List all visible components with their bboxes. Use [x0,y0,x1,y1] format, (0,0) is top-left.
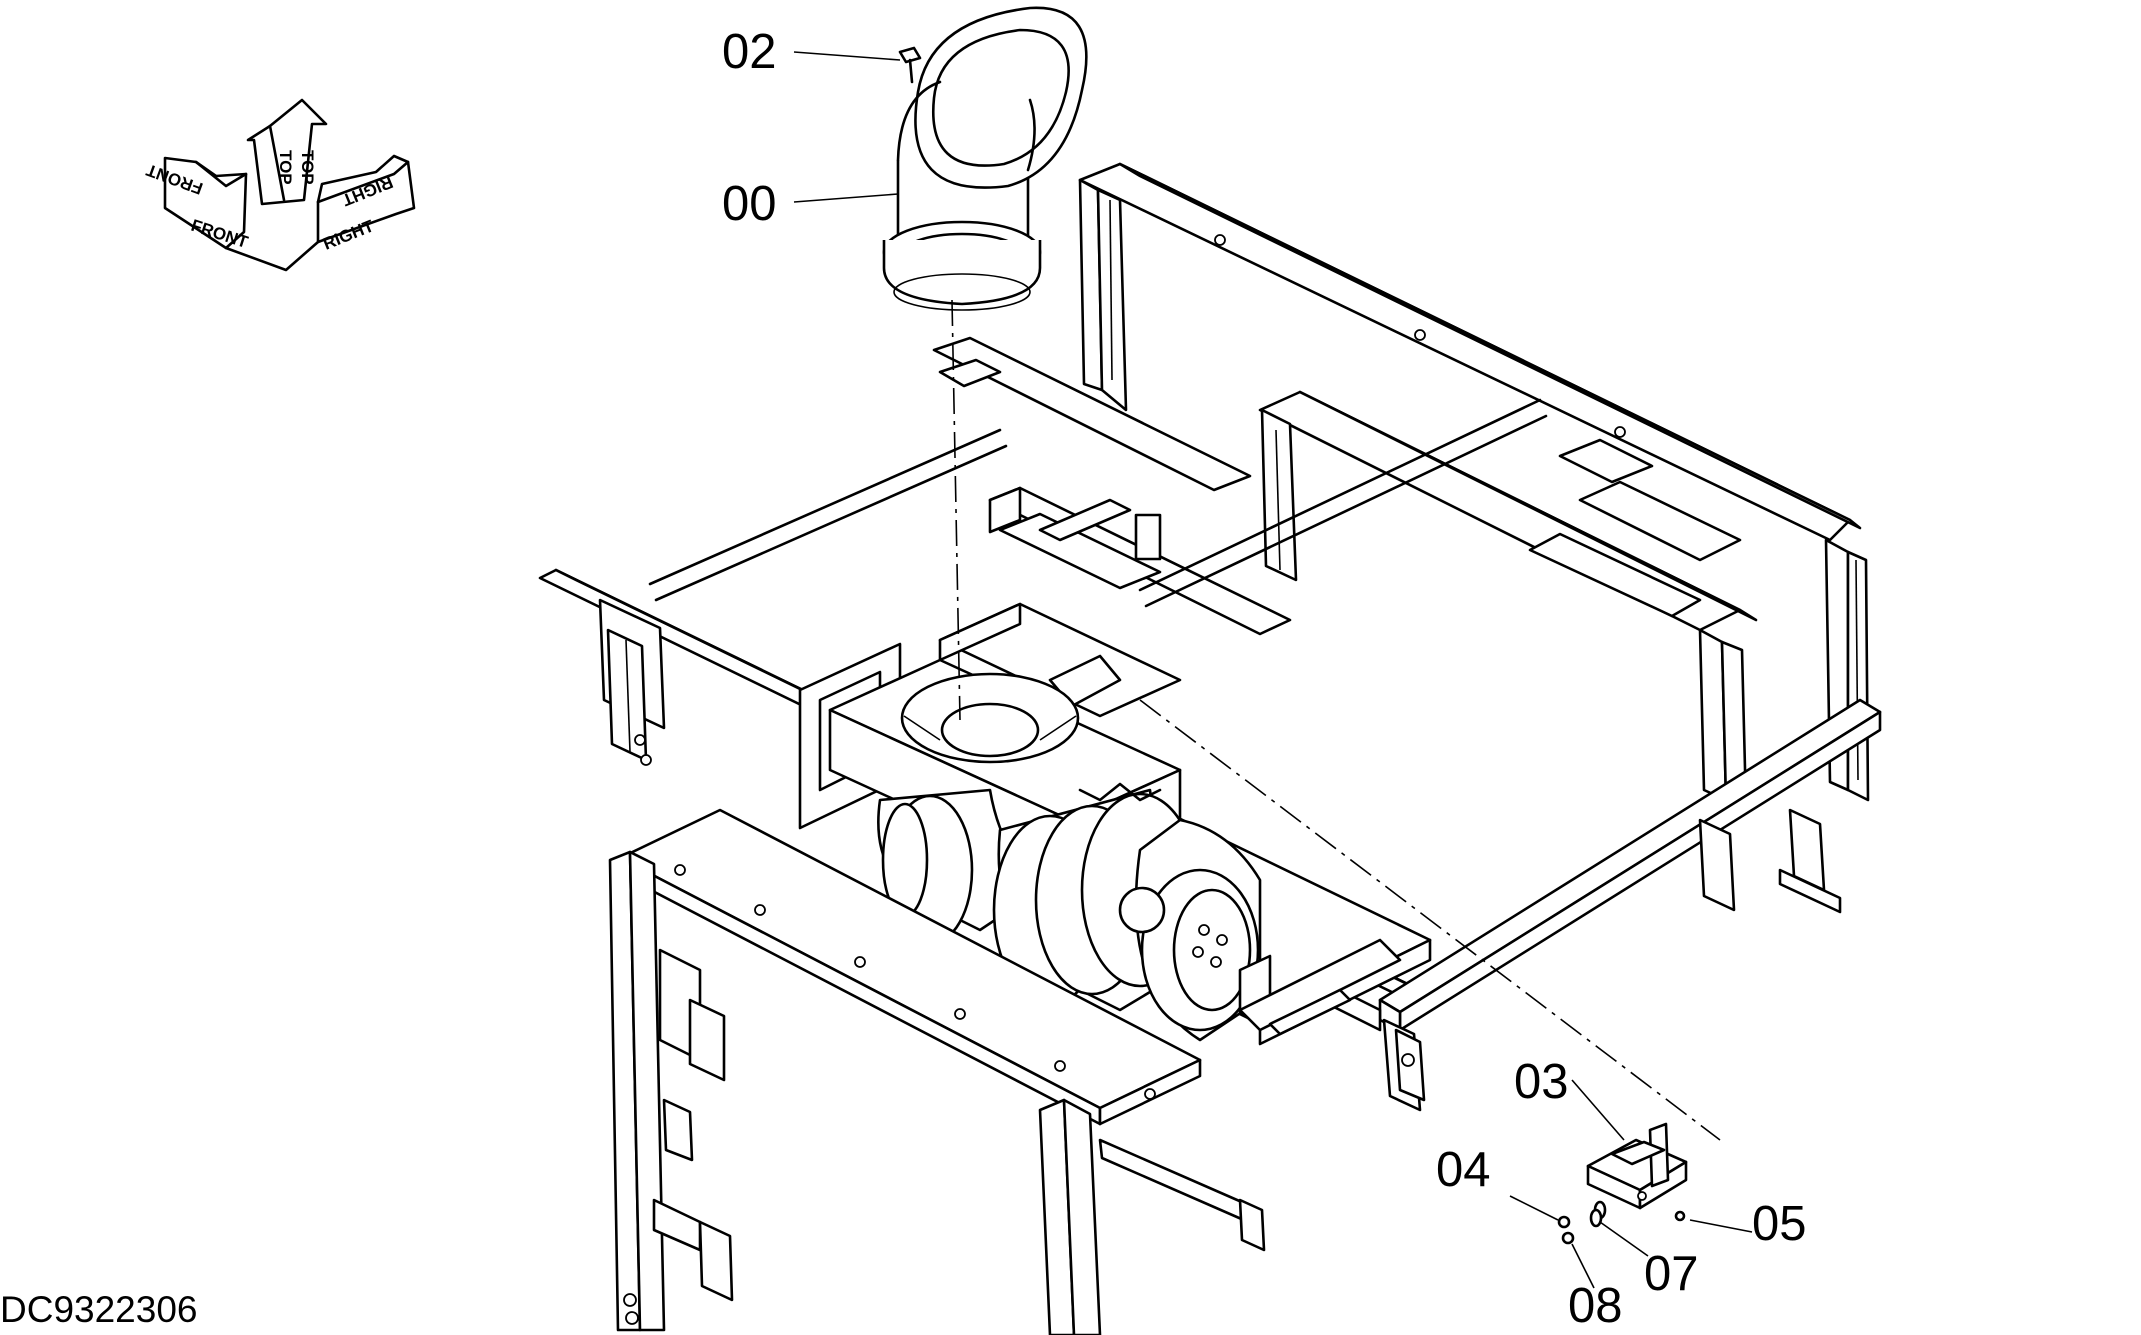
arrow-front-icon: FRONT FRONT [143,156,251,252]
orient-top-label-2: TOP [298,150,317,185]
assembly-center-lines [951,299,1721,1141]
callout-04: 04 [1436,1143,1491,1197]
callout-00: 00 [722,177,777,231]
engine-blower-unit [828,658,1272,1042]
orientation-indicator: FRONT FRONT TOP TOP RIGHT RIGHT [143,98,416,272]
callout-08: 08 [1568,1279,1623,1333]
callout-07: 07 [1644,1247,1699,1301]
bolt-part-04 [1557,1215,1571,1229]
bolt-part-02 [898,46,922,84]
arrow-right-icon: RIGHT RIGHT [316,154,416,254]
bolt-part-08 [1561,1231,1575,1245]
callout-03: 03 [1514,1055,1569,1109]
right-crossmember [1278,698,1882,1112]
left-upper-frame [648,336,1548,636]
front-right-deck [1238,938,1402,1036]
orient-top-label: TOP [276,150,295,185]
front-left-frame [608,808,1266,1335]
nut-part-05 [1674,1210,1686,1222]
washer-part-07 [1589,1200,1607,1228]
drawing-number: DC9322306 [0,1289,197,1330]
leader-lines [793,51,1753,1289]
arrow-top-icon: TOP TOP [246,98,328,206]
air-duct-part-00 [882,6,1088,311]
bracket-part-03 [1586,1122,1688,1210]
callout-05: 05 [1752,1197,1807,1251]
callout-02: 02 [722,25,777,79]
